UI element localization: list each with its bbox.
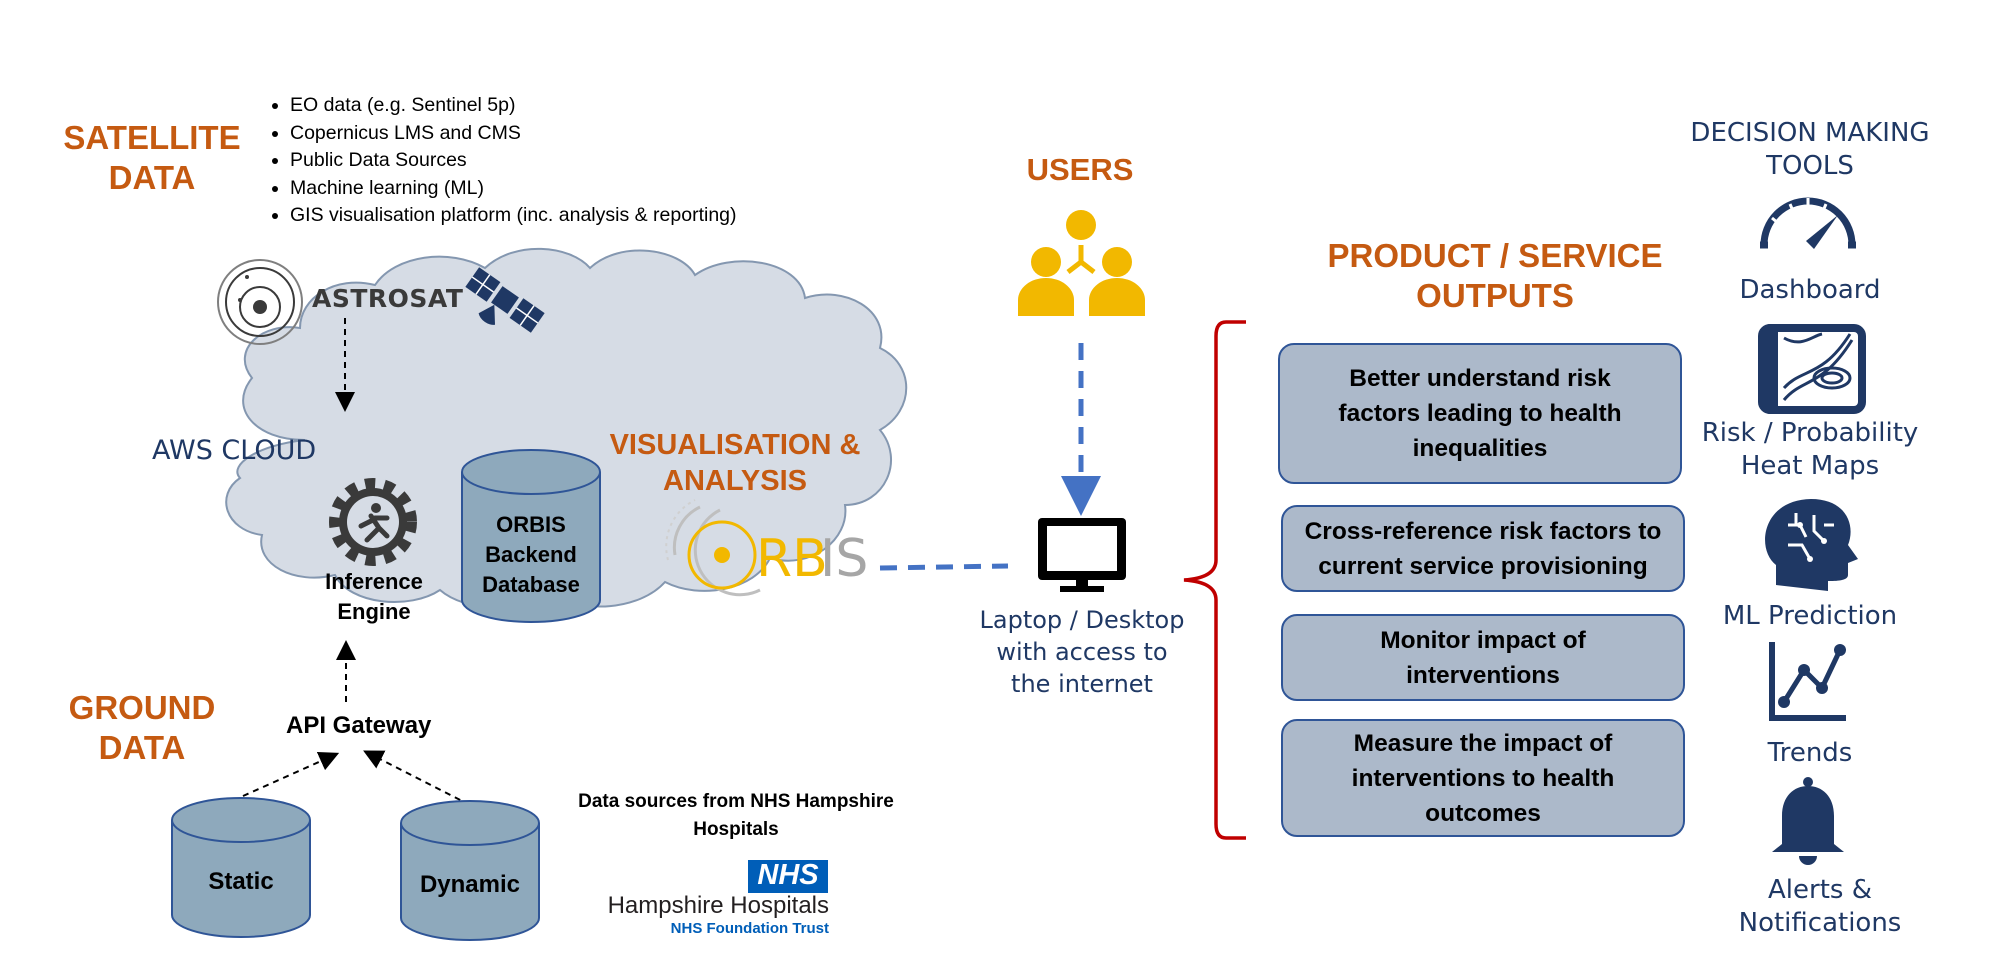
static-label: Static	[208, 868, 274, 895]
tool-label-line: Dashboard	[1739, 275, 1881, 305]
bell-icon	[1772, 777, 1844, 865]
dynamic-to-api-arrow	[363, 750, 471, 806]
database-line3: Database	[482, 572, 580, 597]
output-box-line: Monitor impact of	[1380, 626, 1586, 654]
vis-line1: VISUALISATION &	[609, 429, 861, 461]
output-box-2: Cross-reference risk factors to current …	[1281, 505, 1685, 592]
outputs-title-line2: OUTPUTS	[1416, 277, 1574, 314]
satellite-bullet-list: EO data (e.g. Sentinel 5p) Copernicus LM…	[258, 92, 850, 230]
orbis-database-cylinder	[461, 449, 601, 623]
users-icon	[1018, 210, 1145, 316]
orbis-logo: RB IS	[665, 499, 868, 597]
tool-label-line: Notifications	[1738, 908, 1902, 938]
api-gateway-label: API Gateway	[286, 712, 432, 739]
satellite-title-line2: DATA	[108, 159, 196, 196]
device-line2: with access to	[996, 638, 1168, 666]
svg-text:RB: RB	[756, 529, 828, 589]
output-box-line: current service provisioning	[1318, 552, 1648, 580]
tool-label-trends: Trends	[1660, 737, 1960, 770]
output-box-4: Measure the impact of interventions to h…	[1281, 719, 1685, 837]
orbis-database-label: ORBIS Backend Database	[462, 510, 600, 600]
visualisation-analysis-title: VISUALISATION & ANALYSIS	[600, 427, 870, 499]
vis-line2: ANALYSIS	[663, 465, 807, 497]
monitor-icon	[1038, 518, 1126, 592]
nhs-data-sources-label: Data sources from NHS Hampshire Hospital…	[556, 788, 916, 844]
device-line1: Laptop / Desktop	[979, 606, 1185, 634]
output-box-line: inequalities	[1412, 435, 1548, 462]
tool-label-line: Risk / Probability	[1701, 418, 1919, 448]
nhs-logo	[748, 860, 828, 893]
bullet-item: GIS visualisation platform (inc. analysi…	[290, 202, 850, 230]
sources-line2: Hospitals	[693, 819, 779, 840]
dynamic-cylinder	[400, 800, 540, 941]
users-title: USERS	[1026, 152, 1134, 187]
decision-tools-title: DECISION MAKING TOOLS	[1660, 117, 1960, 183]
bullet-item: Public Data Sources	[290, 147, 850, 175]
bullet-item: Machine learning (ML)	[290, 175, 850, 203]
static-to-api-arrow	[242, 751, 340, 797]
dynamic-label: Dynamic	[419, 871, 521, 898]
tools-title-line2: TOOLS	[1766, 151, 1854, 181]
tool-label-line: Trends	[1767, 738, 1853, 768]
output-box-line: factors leading to health	[1338, 400, 1622, 427]
output-box-line: interventions to health	[1351, 764, 1615, 792]
tools-title-line1: DECISION MAKING	[1690, 118, 1930, 148]
gear-runner-icon	[329, 478, 417, 566]
satellite-title-line1: SATELLITE	[63, 119, 241, 156]
nhs-trust-subtitle: NHS Foundation Trust	[670, 920, 829, 937]
inference-engine-label: Inference Engine	[300, 567, 448, 627]
satellite-icon	[465, 267, 545, 333]
inference-line1: Inference	[325, 569, 423, 594]
database-line1: ORBIS	[496, 512, 566, 537]
astrosat-logo-text: ASTROSAT	[312, 284, 464, 313]
tool-label-dashboard: Dashboard	[1660, 274, 1960, 307]
static-cylinder	[171, 797, 311, 938]
output-box-line: Better understand risk	[1349, 365, 1611, 392]
output-box-line: interventions	[1406, 661, 1560, 689]
tool-label-alerts: Alerts & Notifications	[1670, 874, 1970, 940]
tool-label-line: Alerts &	[1768, 875, 1872, 905]
device-label: Laptop / Desktop with access to the inte…	[962, 604, 1202, 700]
outputs-bracket	[1183, 320, 1246, 840]
bullet-item: EO data (e.g. Sentinel 5p)	[290, 92, 850, 120]
ground-data-title: GROUND DATA	[52, 688, 232, 768]
output-box-3: Monitor impact of interventions	[1281, 614, 1685, 701]
tool-label-line: ML Prediction	[1722, 601, 1898, 631]
line-chart-icon	[1769, 642, 1846, 721]
output-box-1: Better understand risk factors leading t…	[1278, 343, 1682, 484]
sources-line1: Data sources from NHS Hampshire	[578, 791, 894, 812]
inference-line2: Engine	[337, 599, 411, 624]
device-line3: the internet	[1011, 670, 1153, 698]
outputs-title-line1: PRODUCT / SERVICE	[1327, 237, 1663, 274]
bullet-item: Copernicus LMS and CMS	[290, 120, 850, 148]
tool-label-heat-maps: Risk / Probability Heat Maps	[1660, 417, 1960, 483]
nhs-logo-text: NHS	[757, 859, 819, 891]
brain-head-icon	[1765, 499, 1858, 591]
aws-cloud-label: AWS CLOUD	[152, 435, 317, 466]
output-box-line: Cross-reference risk factors to	[1304, 517, 1662, 545]
satellite-data-title: SATELLITE DATA	[62, 118, 242, 198]
heat-map-icon	[1758, 324, 1866, 414]
orbis-to-laptop-line	[879, 563, 1009, 571]
astrosat-logo-icon	[217, 259, 303, 345]
ground-title-line1: GROUND	[68, 689, 216, 726]
gauge-icon	[1760, 197, 1856, 249]
tool-label-line: Heat Maps	[1740, 451, 1880, 481]
svg-text:IS: IS	[820, 529, 868, 589]
tool-label-ml-prediction: ML Prediction	[1660, 600, 1960, 633]
nhs-trust-name: Hampshire Hospitals	[607, 892, 829, 919]
database-line2: Backend	[485, 542, 577, 567]
output-box-line: outcomes	[1425, 799, 1541, 827]
output-box-line: Measure the impact of	[1353, 729, 1613, 757]
ground-title-line2: DATA	[98, 729, 186, 766]
outputs-title: PRODUCT / SERVICE OUTPUTS	[1300, 236, 1690, 316]
